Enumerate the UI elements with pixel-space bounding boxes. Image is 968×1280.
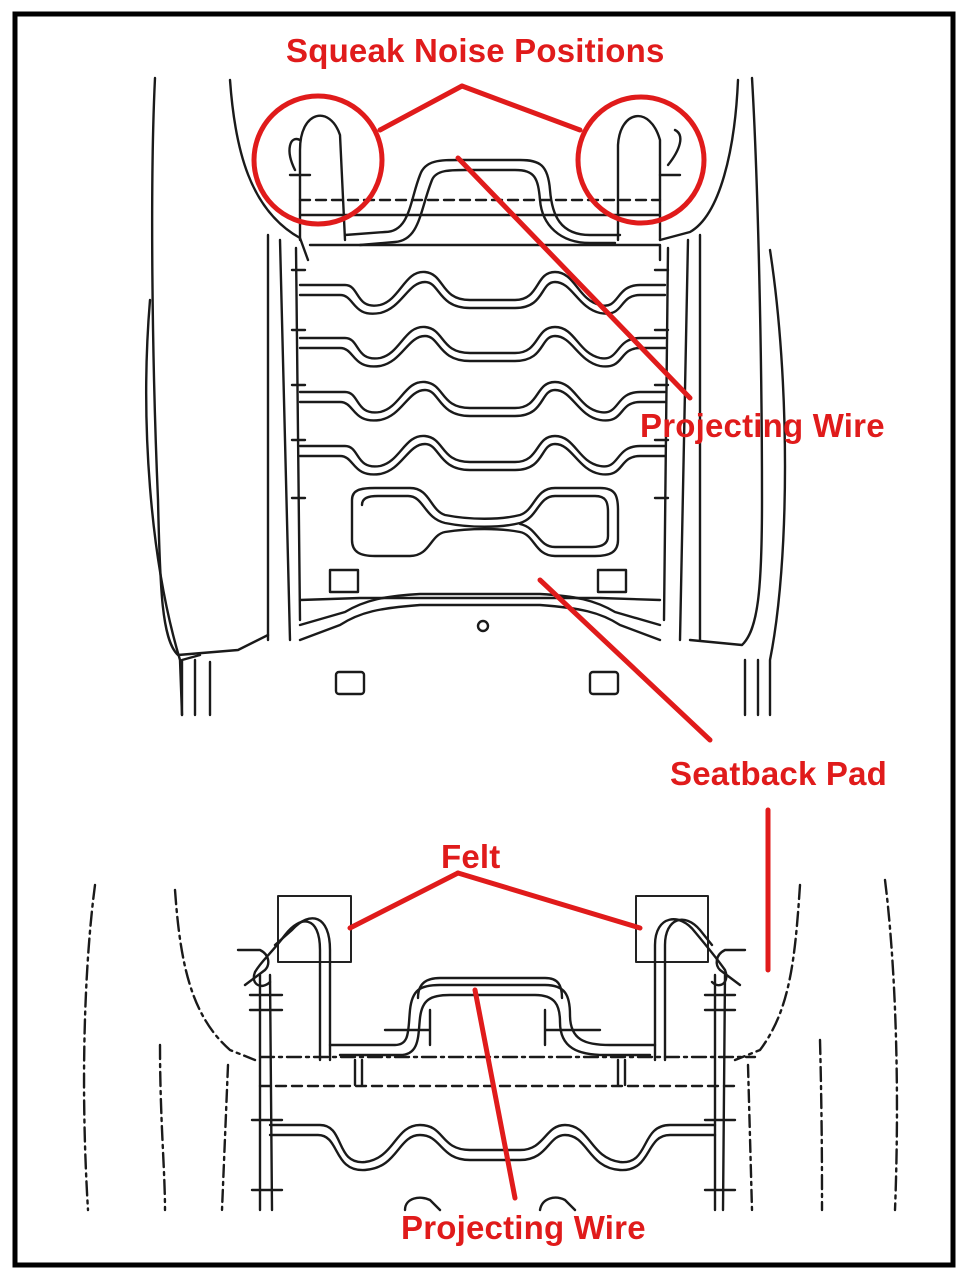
- top-zigzag-3b: [298, 388, 667, 422]
- felt-pad-right: [635, 895, 709, 963]
- top-hook-right: [616, 114, 662, 242]
- top-bottom-bar-2: [298, 592, 662, 627]
- squeak-leader-left: [377, 83, 465, 133]
- top-zigzag-4: [298, 434, 667, 468]
- top-shoulder-left: [228, 78, 310, 262]
- top-seat-outer-right: [768, 248, 787, 717]
- bottom-seat-outline-right2: [733, 883, 802, 1062]
- bottom-seat-outline-left: [82, 883, 97, 1212]
- top-base-tab-right: [588, 670, 620, 696]
- bottom-seat-outline-right: [883, 878, 899, 1212]
- top-clips-right: [653, 268, 670, 500]
- bottom-partial-wire: [403, 1196, 577, 1212]
- bottom-seat-view: [82, 878, 899, 1212]
- bottom-wire-bump-2: [338, 993, 652, 1057]
- bottom-clip-right: [616, 1058, 627, 1087]
- top-zigzag-1b: [298, 280, 667, 315]
- top-seat-base-line: [193, 658, 212, 717]
- bottom-seat-outline-left2: [173, 888, 257, 1062]
- top-lower-loop: [350, 486, 620, 558]
- top-shoulder-right: [658, 78, 740, 242]
- top-bracket-right: [596, 568, 628, 594]
- top-hook-right-inner: [658, 128, 682, 177]
- projecting-bottom-leader: [472, 987, 518, 1201]
- bottom-side-dashed-left: [220, 1063, 230, 1212]
- bottom-rail-right: [713, 973, 727, 1212]
- top-seat-outline-right: [688, 76, 764, 647]
- bottom-seat-outline-left3: [158, 1043, 167, 1212]
- top-seat-base-line-right: [743, 658, 760, 717]
- top-zigzag-3: [298, 380, 667, 414]
- top-zigzag-2: [298, 325, 667, 360]
- bottom-hook-left-outer: [236, 948, 270, 987]
- projecting-wire-top-label: Projecting Wire: [640, 407, 885, 444]
- top-seat-base-left: [180, 653, 202, 717]
- top-seat-outer-left: [145, 298, 184, 717]
- bottom-hook-right-2: [663, 918, 714, 1062]
- top-rail-left: [266, 233, 302, 642]
- top-center-bolt: [476, 619, 490, 633]
- top-bottom-bar: [298, 603, 662, 642]
- bottom-side-dashed-right: [746, 1063, 754, 1212]
- projecting-wire-bottom-label: Projecting Wire: [401, 1209, 646, 1246]
- top-lower-loop-inner: [360, 494, 610, 549]
- seatback-pad-label: Seatback Pad: [670, 755, 888, 792]
- top-zigzag-1: [298, 270, 667, 307]
- bottom-seat-outline-right3: [818, 1038, 824, 1212]
- bottom-hook-right-outer: [715, 948, 747, 987]
- top-seat-view: [145, 76, 787, 717]
- bottom-rail-clips-left: [248, 993, 284, 1192]
- bottom-zigzag: [268, 1123, 717, 1164]
- bottom-hook-left-2: [273, 917, 332, 1062]
- top-hook-left-inner: [288, 137, 312, 177]
- squeak-noise-label: Squeak Noise Positions: [286, 32, 665, 69]
- annotations: [251, 83, 771, 1201]
- bottom-wire-inner: [383, 1008, 602, 1047]
- squeak-leader-right: [459, 83, 583, 133]
- top-bracket-left: [328, 568, 360, 594]
- felt-leader-left: [347, 870, 461, 931]
- top-zigzag-4b: [298, 442, 667, 476]
- top-pad-plate: [308, 243, 662, 262]
- projecting-top-leader: [455, 155, 693, 401]
- top-wire-bump-inner: [358, 168, 617, 247]
- top-seat-outline: [150, 76, 270, 657]
- bottom-rail-left: [258, 973, 274, 1212]
- seatback-leader-top: [537, 577, 713, 743]
- top-bottom-bar-3: [298, 596, 662, 602]
- outer-frame: [12, 11, 956, 1268]
- bottom-zigzag-2: [268, 1133, 717, 1172]
- top-hook-left: [298, 114, 347, 242]
- felt-label: Felt: [441, 838, 501, 875]
- top-rail-right: [662, 233, 702, 642]
- bottom-rail-clips-right: [703, 993, 737, 1192]
- bottom-wire-bump: [328, 983, 657, 1047]
- top-zigzag-2b: [298, 334, 667, 368]
- top-clips-left: [290, 268, 307, 500]
- bottom-wire-top-loop: [416, 976, 564, 1000]
- top-base-tab-left: [334, 670, 366, 696]
- bottom-clip-left: [353, 1058, 364, 1087]
- squeak-circle-left: [251, 93, 385, 227]
- squeak-circle-right: [575, 94, 707, 226]
- felt-leader-right: [455, 870, 643, 931]
- bottom-hook-left: [252, 920, 322, 1062]
